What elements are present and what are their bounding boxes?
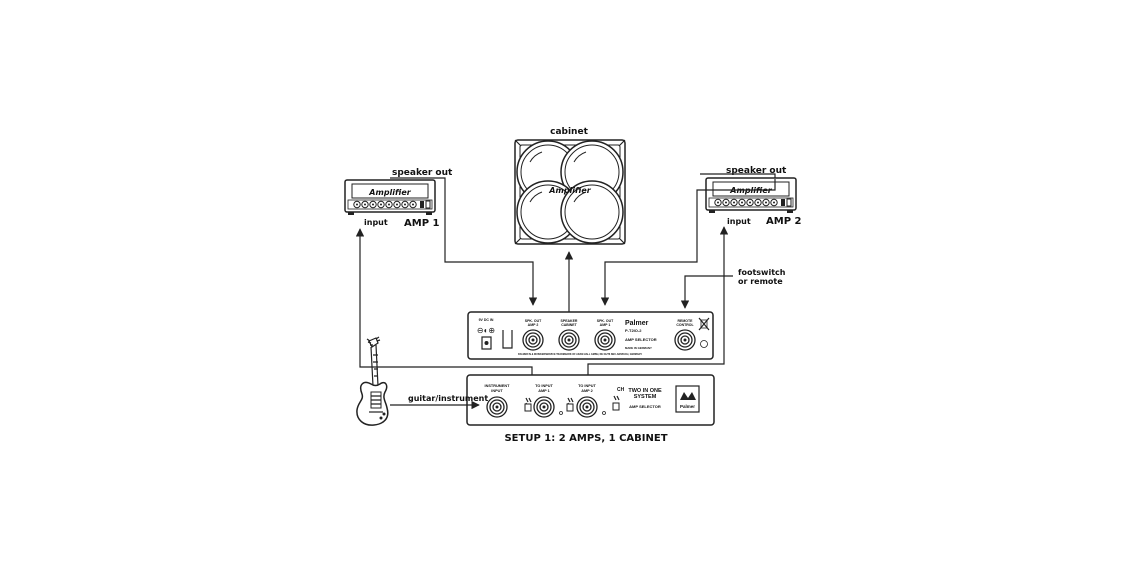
front-title-line-2: SYSTEM — [634, 394, 657, 400]
input-label-1: input — [364, 218, 388, 227]
to-input-amp1-jack — [533, 396, 555, 418]
spk-out-amp2-label-2: AMP 2 — [528, 323, 539, 327]
instrument-input-jack — [486, 396, 508, 418]
channel-label: CH — [617, 387, 625, 393]
setup-caption: SETUP 1: 2 AMPS, 1 CABINET — [504, 433, 667, 444]
dc-in-label: 9V DC IN — [479, 318, 494, 322]
amp-selector-back-panel: 9V DC IN ⊖◐⊕ SPK. OUT AMP 2 SPEAKER CABI… — [467, 311, 714, 360]
cable-front-amp2-to-amp2-input — [587, 226, 729, 375]
speaker-cabinet-jack — [558, 329, 580, 351]
to-input-amp1-label-1: TO INPUT — [535, 384, 553, 388]
channel-switch-icon — [612, 395, 620, 411]
remote-control-jack — [674, 329, 696, 351]
speaker-out-label-1: speaker out — [392, 168, 453, 178]
cable-footswitch-remote — [680, 275, 733, 309]
or-remote-label: or remote — [738, 277, 783, 286]
speaker-out-label-2: speaker out — [726, 166, 787, 176]
cabinet-brand-logo: Amplifier — [548, 186, 591, 195]
instrument-input-label-1: INSTRUMENT — [485, 384, 511, 388]
palmer-logo-text: Palmer — [680, 404, 695, 409]
front-title-line-1: TWO IN ONE — [628, 388, 662, 394]
footswitch-label: footswitch — [738, 268, 786, 277]
spk-out-amp2-jack — [522, 329, 544, 351]
weee-bin-icon — [698, 317, 710, 331]
cable-clip-icon — [502, 330, 513, 349]
remote-control-label-1: REMOTE — [678, 319, 694, 323]
spk-out-amp2-label-1: SPK. OUT — [525, 319, 542, 323]
to-input-amp2-jack — [576, 396, 598, 418]
spk-out-amp1-jack — [594, 329, 616, 351]
cable-front-amp1-to-amp1-input — [355, 228, 533, 375]
back-panel-model: P-T2IO-2 — [625, 328, 642, 333]
speaker-cabinet-label-1: SPEAKER — [561, 319, 578, 323]
amp1-label: AMP 1 — [404, 218, 440, 229]
cable-amp2-speaker-out — [600, 179, 776, 306]
amp1-brand-logo: Amplifier — [368, 188, 411, 197]
led-amp1 — [559, 411, 563, 415]
dc-polarity-icon: ⊖◐⊕ — [477, 326, 495, 335]
front-subtitle: AMP SELECTOR — [629, 404, 661, 409]
polarity-symbol-icon — [700, 340, 708, 348]
back-panel-brand: Palmer — [625, 320, 649, 327]
back-panel-fine-print: PALMER IN & MUSIKERSERVICE TRADEMARK OF … — [518, 353, 642, 356]
back-panel-made-in: MADE IN GERMANY — [625, 346, 652, 350]
instrument-input-label-2: INPUT — [491, 389, 503, 393]
guitar-instrument-label: guitar/instrument — [408, 394, 488, 403]
cables — [355, 179, 776, 410]
spk-out-amp1-label-2: AMP 1 — [600, 323, 611, 327]
amp-head-2: speaker out Amplifier input AMP 2 — [700, 166, 802, 227]
cable-amp1-speaker-out — [444, 181, 538, 306]
remote-control-label-2: CONTROL — [676, 323, 694, 327]
amp2-label: AMP 2 — [766, 216, 802, 227]
spk-out-amp1-label-1: SPK. OUT — [597, 319, 614, 323]
speaker-cabinet: cabinet Amplifier — [514, 127, 626, 245]
input-label-2: input — [727, 217, 751, 226]
speaker-cabinet-label-2: CABINET — [561, 323, 577, 327]
cabinet-label: cabinet — [550, 127, 588, 137]
amp-selector-front-panel: INSTRUMENT INPUT TO INPUT AMP 1 TO INPUT… — [466, 374, 715, 426]
palmer-logo: Palmer — [675, 385, 700, 413]
led-amp2 — [602, 411, 606, 415]
footswitch-amp2-icon — [566, 397, 574, 412]
to-input-amp2-label-2: AMP 2 — [581, 389, 593, 393]
electric-guitar-icon — [356, 336, 389, 426]
amp-head-1: speaker out Amplifier input AMP 1 — [344, 168, 453, 229]
to-input-amp1-label-2: AMP 1 — [538, 389, 550, 393]
back-panel-name: AMP SELECTOR — [625, 337, 657, 342]
footswitch-amp1-icon — [524, 397, 532, 412]
to-input-amp2-label-1: TO INPUT — [578, 384, 596, 388]
